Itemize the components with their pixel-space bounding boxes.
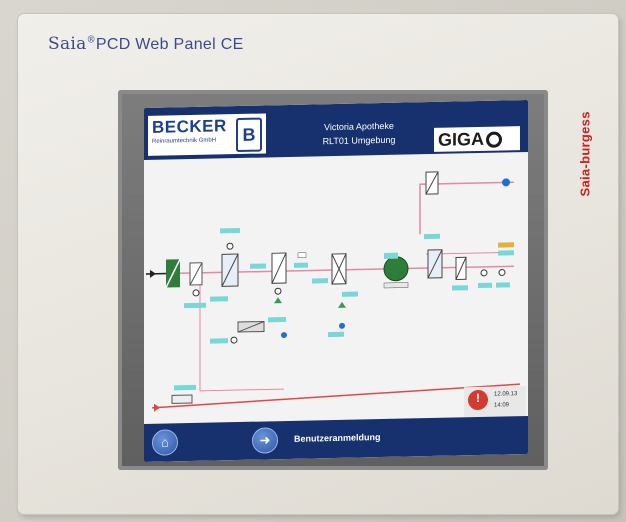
sensor-1-icon bbox=[226, 242, 234, 250]
damper-blade bbox=[165, 258, 181, 288]
value-tag bbox=[210, 338, 228, 344]
touch-screen: BECKER Reinraumtechnik GmbH B Victoria A… bbox=[144, 99, 528, 462]
device-brand-label: Saia®PCD Web Panel CE bbox=[48, 34, 244, 54]
screen-header: BECKER Reinraumtechnik GmbH B Victoria A… bbox=[144, 99, 528, 160]
plant-subtitle: RLT01 Umgebung bbox=[322, 134, 396, 147]
extract-return-line bbox=[151, 383, 521, 409]
valve-2-icon bbox=[339, 322, 345, 329]
value-tag bbox=[384, 252, 398, 259]
becker-b-icon: B bbox=[236, 117, 262, 153]
branch-line-2 bbox=[200, 388, 284, 392]
becker-logo-name: BECKER bbox=[152, 116, 227, 137]
home-icon: ⌂ bbox=[161, 434, 169, 450]
alarm-warning-icon[interactable]: ! bbox=[468, 389, 488, 411]
cooler-mark-2 bbox=[331, 253, 347, 285]
sensor-3-icon bbox=[498, 269, 506, 277]
bypass-mark bbox=[237, 321, 265, 333]
value-tag bbox=[268, 317, 286, 323]
value-tag bbox=[342, 291, 358, 297]
extract-fan-icon bbox=[502, 178, 510, 187]
inlet-arrow-icon bbox=[150, 269, 156, 278]
next-page-button[interactable]: ➜ bbox=[252, 427, 278, 454]
login-button[interactable]: Benutzeranmeldung bbox=[294, 432, 381, 444]
becker-logo-sub: Reinraumtechnik GmbH bbox=[152, 137, 217, 145]
filter-2-mark bbox=[427, 249, 443, 279]
extract-duct-top bbox=[419, 181, 514, 235]
panel-time: 14:09 bbox=[494, 402, 510, 409]
brand-product: PCD Web Panel CE bbox=[95, 36, 244, 53]
motor-1-icon bbox=[192, 289, 200, 297]
fan-label bbox=[383, 282, 409, 289]
temp-sensor-icon bbox=[274, 287, 282, 295]
value-tag bbox=[250, 263, 266, 269]
value-tag bbox=[210, 296, 228, 302]
value-tag bbox=[328, 331, 344, 338]
sensor-2-icon bbox=[480, 269, 488, 277]
giga-logo-text: GIGA bbox=[438, 128, 485, 150]
supply-duct bbox=[146, 265, 514, 275]
panel-date: 12.09.13 bbox=[494, 391, 518, 398]
brand-main: Saia bbox=[48, 34, 87, 54]
value-tag bbox=[498, 250, 514, 256]
plant-title: Victoria Apotheke bbox=[324, 120, 394, 133]
home-button[interactable]: ⌂ bbox=[152, 429, 178, 456]
giga-logo: GIGA bbox=[434, 126, 520, 152]
extract-filter-mark bbox=[425, 171, 439, 195]
status-tag bbox=[498, 242, 514, 248]
value-tag bbox=[220, 227, 240, 234]
supply-fan[interactable] bbox=[383, 256, 409, 282]
valve-icon bbox=[281, 332, 287, 339]
value-tag bbox=[174, 384, 196, 391]
pump-icon bbox=[274, 297, 282, 304]
motor-2-icon bbox=[230, 336, 238, 344]
temp-t-icon bbox=[297, 252, 307, 259]
value-tag bbox=[478, 282, 492, 289]
value-tag bbox=[452, 285, 468, 291]
value-tag bbox=[424, 233, 440, 240]
exhaust-damper[interactable] bbox=[171, 394, 193, 404]
value-tag bbox=[294, 262, 308, 268]
screen-footer: ⌂ ➜ Benutzeranmeldung bbox=[144, 415, 528, 462]
value-tag bbox=[312, 278, 328, 284]
brand-registered-mark: ® bbox=[86, 35, 96, 46]
heat-recovery-mark bbox=[221, 253, 239, 287]
vendor-logo: Saia-burgess bbox=[574, 90, 596, 200]
arrow-right-icon: ➜ bbox=[259, 432, 271, 448]
silencer-mark bbox=[455, 257, 467, 280]
return-arrow-icon bbox=[154, 403, 160, 412]
pump-2-icon bbox=[338, 301, 346, 308]
value-tag bbox=[184, 302, 206, 309]
becker-logo: BECKER Reinraumtechnik GmbH B bbox=[148, 113, 266, 156]
alarm-clock-panel: ! 12.09.13 14:09 bbox=[464, 385, 526, 418]
value-tag bbox=[496, 282, 510, 288]
filter-1-mark bbox=[189, 262, 203, 286]
vendor-name: Saia-burgess bbox=[577, 111, 593, 197]
giga-g-icon bbox=[486, 131, 503, 149]
heater-mark bbox=[271, 252, 287, 284]
hvac-schematic bbox=[146, 171, 521, 412]
